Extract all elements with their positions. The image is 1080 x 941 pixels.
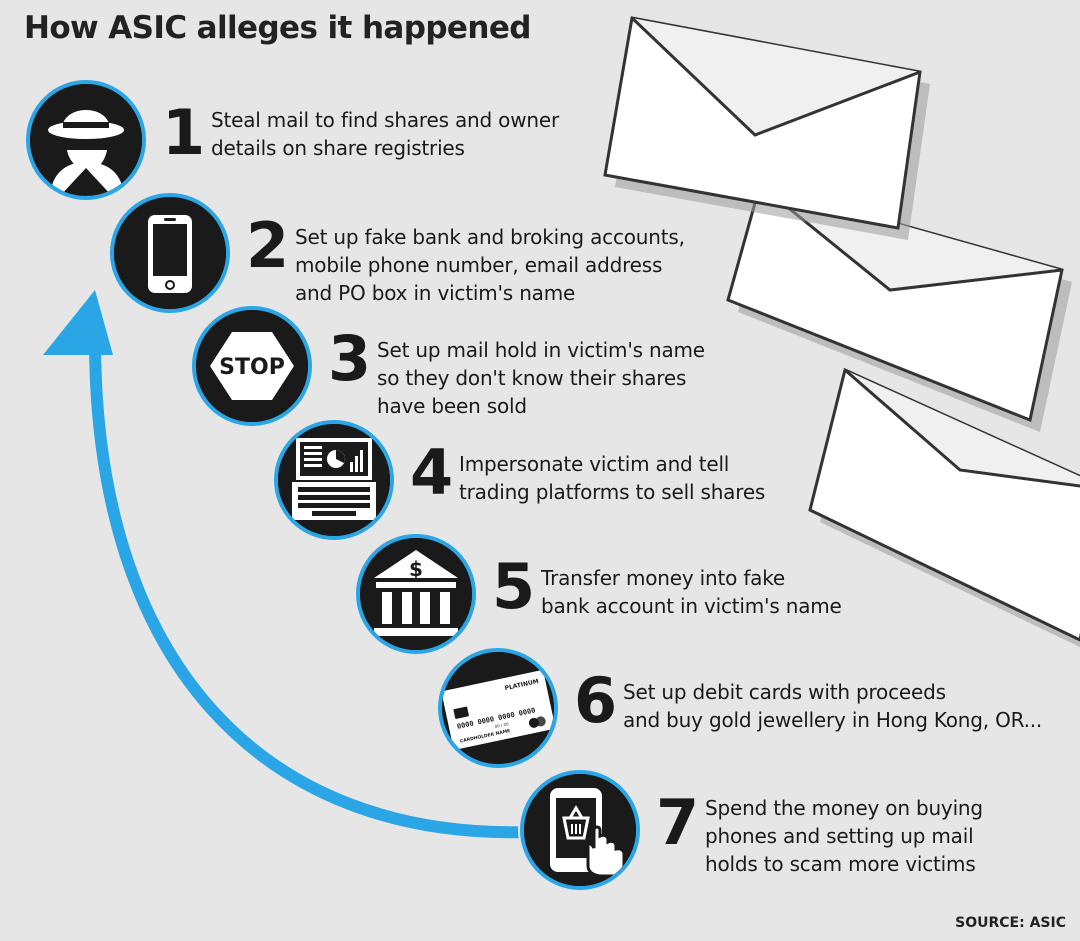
step-icon-circle: STOP — [192, 306, 312, 426]
card-expiry: 00 / 00 — [494, 721, 509, 729]
step-description: Spend the money on buying phones and set… — [705, 796, 983, 876]
step-icon-circle — [274, 420, 394, 540]
source-credit: SOURCE: ASIC — [955, 915, 1066, 931]
mobile-phone-icon — [114, 197, 226, 309]
step-number: 6 — [574, 664, 618, 737]
step-7: 7 Spend the money on buying phones and s… — [520, 770, 1080, 890]
step-6: PLATINUM 0000 0000 0000 0000 00 / 00 CAR… — [438, 648, 1080, 768]
step-1: 1 Steal mail to find shares and owner de… — [26, 80, 1026, 200]
step-3: STOP 3 Set up mail hold in victim's name… — [192, 306, 1080, 426]
step-number: 2 — [246, 209, 290, 282]
bank-icon: $ — [360, 538, 472, 650]
step-number: 4 — [410, 436, 454, 509]
laptop-trading-icon — [278, 424, 390, 536]
step-number: 7 — [656, 786, 700, 859]
step-description: Set up mail hold in victim's name so the… — [377, 338, 705, 418]
debit-card-icon: PLATINUM 0000 0000 0000 0000 00 / 00 CAR… — [442, 652, 554, 764]
step-number: 1 — [162, 96, 206, 169]
stop-sign-icon: STOP — [196, 310, 308, 422]
spy-hat-icon — [30, 84, 142, 196]
card-chip — [453, 706, 469, 719]
step-icon-circle — [26, 80, 146, 200]
stop-sign-label: STOP — [219, 355, 285, 380]
step-icon-circle: $ — [356, 534, 476, 654]
page-title: How ASIC alleges it happened — [24, 10, 531, 46]
step-description: Steal mail to find shares and owner deta… — [211, 108, 559, 160]
step-description: Set up fake bank and broking accounts, m… — [295, 225, 685, 305]
dollar-sign: $ — [409, 557, 423, 581]
step-number: 5 — [492, 550, 536, 623]
shopping-phone-icon — [524, 774, 636, 886]
step-description: Transfer money into fake bank account in… — [541, 566, 842, 618]
step-number: 3 — [328, 322, 372, 395]
step-5: $ 5 Transfer money into fake bank accoun… — [356, 534, 1080, 654]
step-description: Set up debit cards with proceeds and buy… — [623, 680, 1043, 732]
step-icon-circle — [110, 193, 230, 313]
step-description: Impersonate victim and tell trading plat… — [459, 452, 766, 504]
envelope-icon — [808, 367, 1080, 648]
step-icon-circle: PLATINUM 0000 0000 0000 0000 00 / 00 CAR… — [438, 648, 558, 768]
step-icon-circle — [520, 770, 640, 890]
step-4: 4 Impersonate victim and tell trading pl… — [274, 420, 1080, 540]
envelope-icon — [603, 16, 930, 240]
step-2: 2 Set up fake bank and broking accounts,… — [110, 193, 1080, 313]
